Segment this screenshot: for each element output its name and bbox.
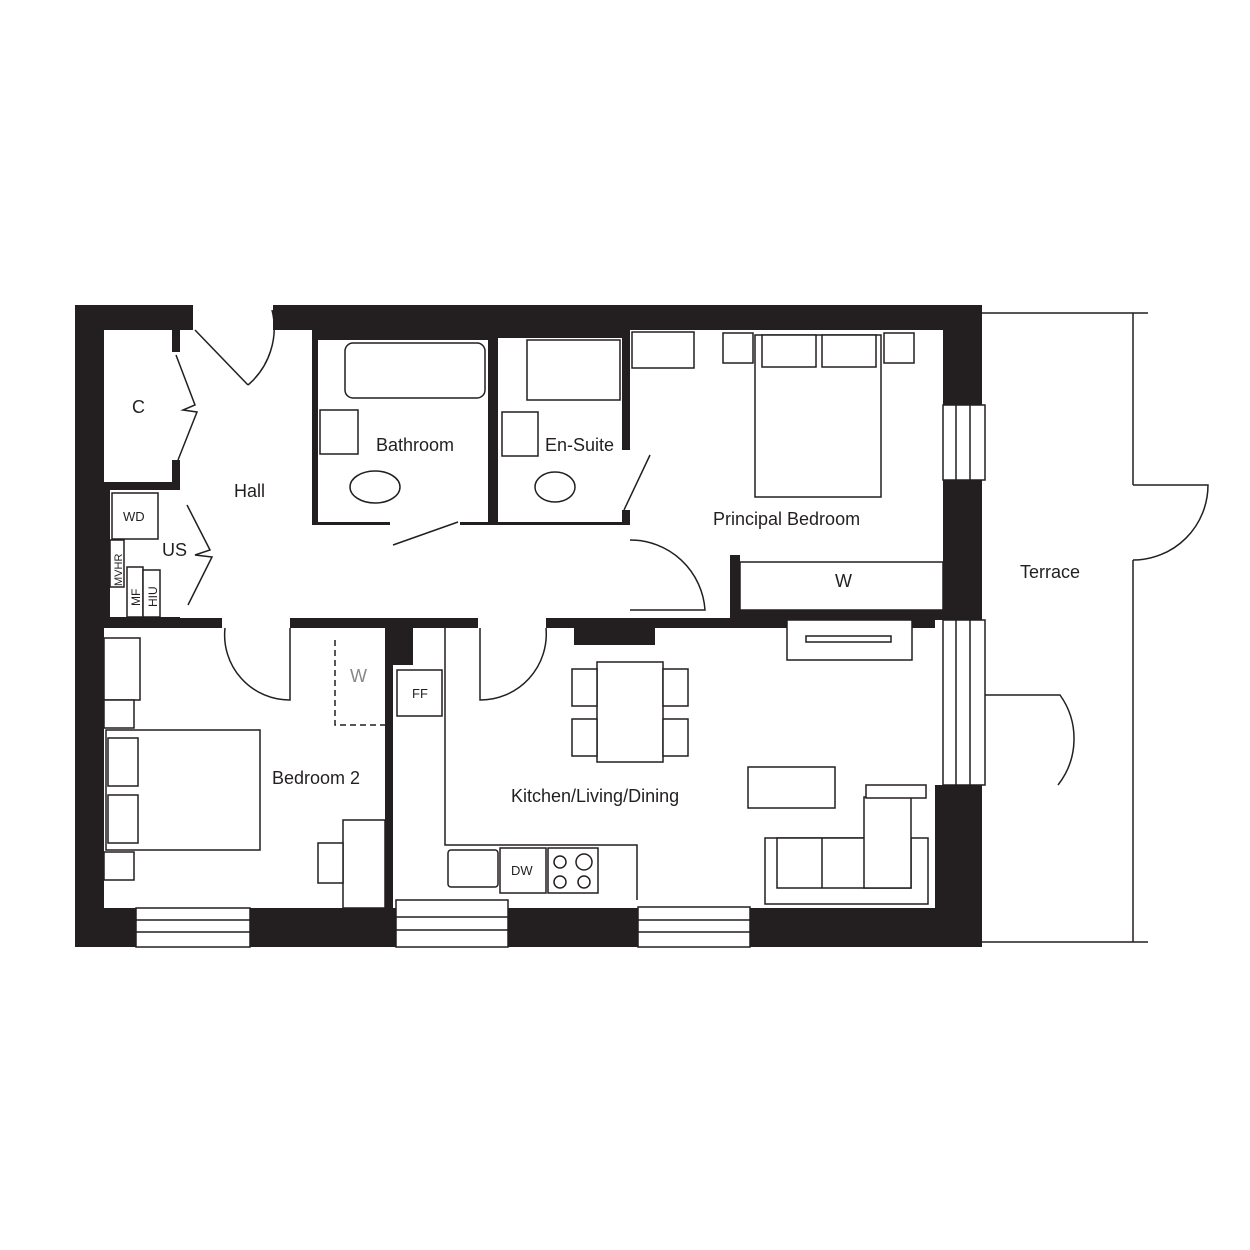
label-wd: WD xyxy=(123,509,145,524)
fridge-freezer xyxy=(396,669,443,717)
bath xyxy=(344,342,486,399)
label-mf: MF xyxy=(129,589,143,606)
desk xyxy=(342,819,386,909)
terrace xyxy=(982,312,1209,943)
label-terrace: Terrace xyxy=(1020,562,1080,582)
label-hall: Hall xyxy=(234,481,265,501)
label-hiu: HIU xyxy=(146,586,160,607)
wall-chunk xyxy=(574,628,655,645)
shower-tray xyxy=(526,339,621,401)
dining-table xyxy=(596,661,664,763)
label-ff: FF xyxy=(412,686,428,701)
furniture xyxy=(103,331,944,909)
bath-wc xyxy=(349,470,401,504)
label-bedroom2-wardrobe: W xyxy=(350,666,367,686)
label-bedroom-2: Bedroom 2 xyxy=(272,768,360,788)
bedroom2-wardrobe xyxy=(334,640,385,726)
hiu-unit xyxy=(142,569,161,618)
wd-unit xyxy=(111,492,159,540)
windows xyxy=(135,404,986,948)
doors xyxy=(175,309,706,701)
dishwasher xyxy=(499,847,547,894)
coffee-table xyxy=(747,766,836,809)
mvhr-unit xyxy=(109,539,125,588)
label-ensuite: En-Suite xyxy=(545,435,614,455)
label-cupboard: C xyxy=(132,397,145,417)
wardrobe-wall xyxy=(730,555,740,620)
label-principal-wardrobe: W xyxy=(835,571,852,591)
sink xyxy=(447,849,499,888)
label-bathroom: Bathroom xyxy=(376,435,454,455)
ensuite-basin xyxy=(501,411,539,457)
label-kitchen: Kitchen/Living/Dining xyxy=(511,786,679,806)
label-principal-bedroom: Principal Bedroom xyxy=(713,509,860,529)
principal-wardrobe xyxy=(739,561,944,611)
label-mvhr: MVHR xyxy=(113,554,125,586)
bath-basin xyxy=(319,409,359,455)
label-dw: DW xyxy=(511,863,533,878)
ensuite-wc xyxy=(534,471,576,503)
label-utility: US xyxy=(162,540,187,560)
